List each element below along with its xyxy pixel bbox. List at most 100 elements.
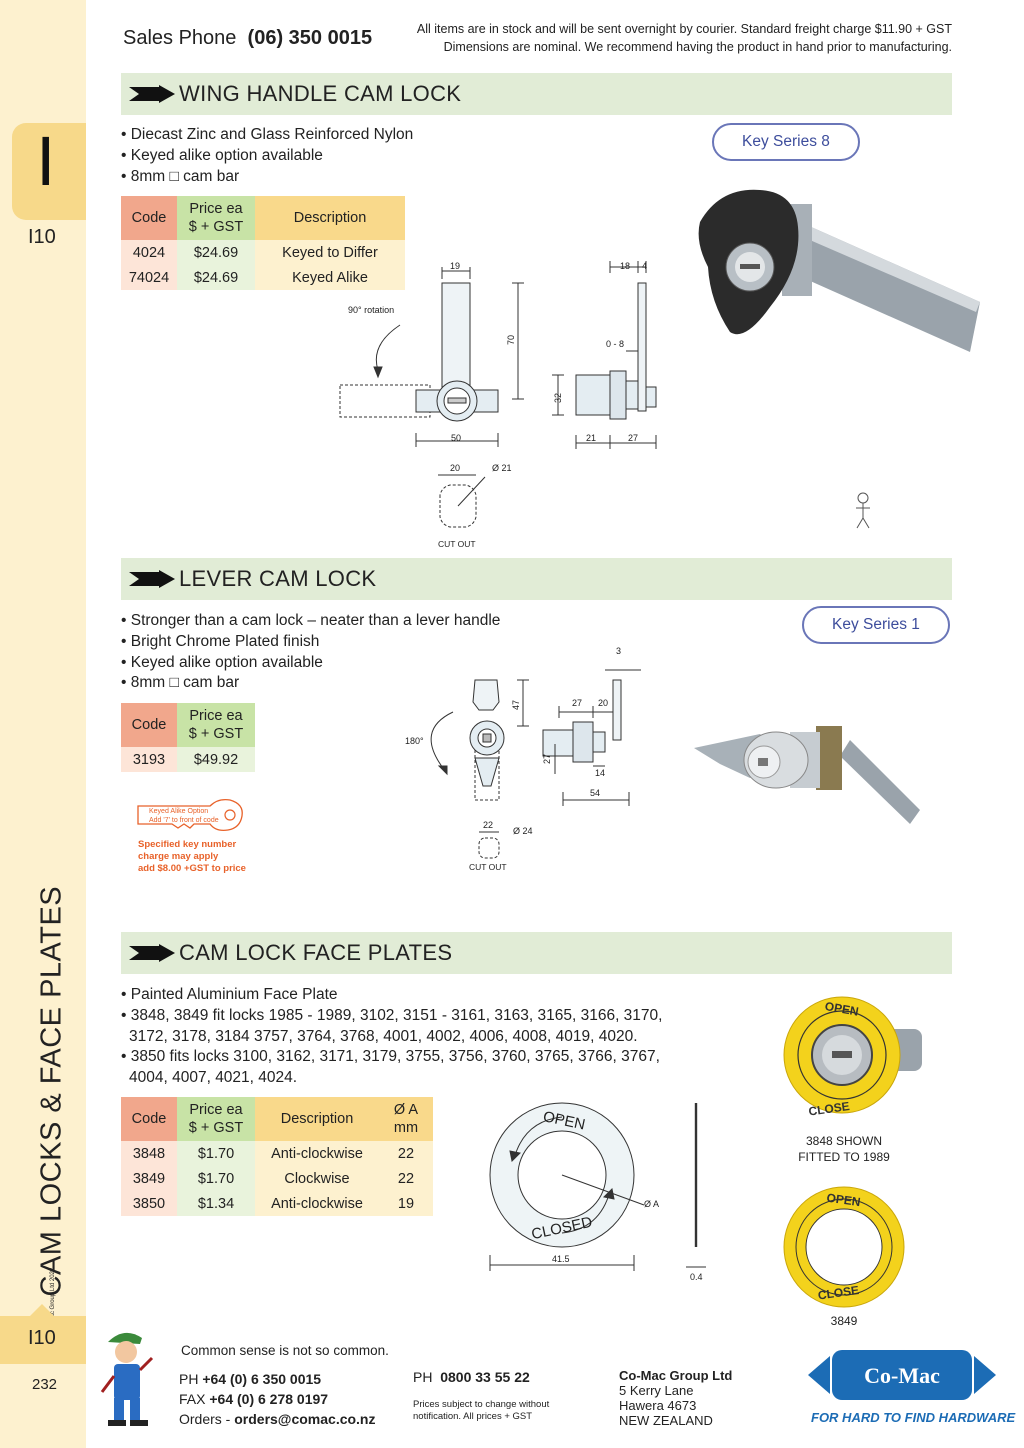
lever-bullets: • Stronger than a cam lock – neater than… [121,611,500,694]
logo-text: Co-Mac [864,1363,940,1388]
table-row: 3193 $49.92 [121,747,255,772]
face-plate-drawing: OPEN CLOSED Ø A 41.5 0.4 [489,1102,706,1282]
fax-number[interactable]: +64 (0) 6 278 0197 [209,1391,329,1407]
section-tab-bottom [0,1316,86,1364]
specified-note-line: add $8.00 +GST to price [138,863,246,874]
dim-label: Ø A [644,1199,659,1209]
footer-contacts: PH +64 (0) 6 350 0015 FAX +64 (0) 6 278 … [179,1369,376,1429]
table-row: 3848 $1.70 Anti-clockwise 22 [121,1141,433,1166]
dim-label: 27 [572,698,582,708]
cell-diameter: 22 [379,1166,433,1191]
orders-label: Orders - [179,1411,231,1427]
plates-bullet: 4004, 4007, 4021, 4024. [129,1069,298,1087]
cell-price: $1.34 [177,1191,255,1216]
plates-bullets: • Painted Aluminium Face Plate • 3848, 3… [121,985,662,1089]
key-series-badge-lever: Key Series 1 [802,606,950,644]
ph-label: PH [179,1371,199,1387]
cell-description: Keyed Alike [255,265,405,290]
wing-bullet: • Diecast Zinc and Glass Reinforced Nylo… [121,126,414,143]
lever-bullet: • Keyed alike option available [121,653,323,671]
keyed-alike-note: Keyed Alike Option Add '7' to front of c… [149,807,219,825]
section-title-lever: LEVER CAM LOCK [179,566,377,591]
freephone: PH 0800 33 55 22 [413,1369,530,1385]
plates-bullet: 3172, 3178, 3184 3757, 3764, 3768, 4001,… [129,1027,638,1045]
freephone-number[interactable]: 0800 33 55 22 [440,1369,530,1385]
slogan: FOR HARD TO FIND HARDWARE [811,1410,1016,1425]
dim-label: 21 [586,433,596,443]
sales-phone-label: Sales Phone [123,27,237,49]
wing-bullets: • Diecast Zinc and Glass Reinforced Nylo… [121,125,413,187]
plates-bullet: • Painted Aluminium Face Plate [121,986,338,1003]
plate-open-text: OPEN [826,1191,862,1210]
cutout-label: CUT OUT [469,862,507,872]
table-row: 3849 $1.70 Clockwise 22 [121,1166,433,1191]
col-header-code: Code [121,1097,177,1141]
plates-bullet: • 3850 fits locks 3100, 3162, 3171, 3179… [121,1048,660,1066]
photo-caption-3848: 3848 SHOWN FITTED TO 1989 [792,1133,896,1165]
section-arrow-icon [129,85,175,103]
cell-description: Anti-clockwise [255,1141,379,1166]
dim-label: 18 [620,261,630,271]
table-row: 3850 $1.34 Anti-clockwise 19 [121,1191,433,1216]
sales-phone: Sales Phone (06) 350 0015 [123,27,372,50]
section-bar-plates: CAM LOCK FACE PLATES [121,932,952,974]
prices-note-line: Prices subject to change without [413,1399,550,1410]
caption-line: FITTED TO 1989 [798,1150,890,1164]
dim-label: 4 [642,261,647,271]
wing-bullet: • 8mm □ cam bar [121,167,240,185]
cell-price: $24.69 [177,265,255,290]
mascot-icon [100,1332,154,1426]
dim-label: 32 [553,393,563,403]
notice-line-2: Dimensions are nominal. We recommend hav… [443,40,952,54]
col-header-price: Price ea$ + GST [177,1097,255,1141]
dim-label: 22 [483,820,493,830]
footer-tagline: Common sense is not so common. [181,1343,389,1358]
wing-bullet: • Keyed alike option available [121,146,323,164]
orders-email-link[interactable]: orders@comac.co.nz [234,1411,376,1427]
table-row: 74024 $24.69 Keyed Alike [121,265,405,290]
col-header-description: Description [255,196,405,240]
lever-bullet: • Stronger than a cam lock – neater than… [121,612,501,629]
dim-label: 41.5 [552,1254,570,1264]
cell-diameter: 22 [379,1141,433,1166]
lever-cam-lock-photo [694,726,920,824]
col-header-code: Code [121,703,177,747]
company-name: Co-Mac Group Ltd [619,1368,733,1383]
col-header-price: Price ea$ + GST [177,196,255,240]
dim-label: Ø 24 [513,826,533,836]
section-title-wing: WING HANDLE CAM LOCK [179,81,462,106]
plate-open-text: OPEN [824,999,860,1019]
dim-label: 20 [598,698,608,708]
section-letter: I [36,124,56,201]
dim-label: 50 [451,433,461,443]
fax-label: FAX [179,1391,206,1407]
cell-price: $49.92 [177,747,255,772]
dim-label: 19 [450,261,460,271]
specified-note-line: Specified key number [138,839,237,850]
face-plate-3849-photo: OPEN CLOSE [783,1186,905,1308]
section-code-top: I10 [28,226,56,248]
cell-code: 74024 [121,265,177,290]
section-bar-lever: LEVER CAM LOCK [121,558,952,600]
sales-phone-number[interactable]: (06) 350 0015 [247,27,373,49]
prices-note-line: notification. All prices + GST [413,1411,533,1422]
phone-number[interactable]: +64 (0) 6 350 0015 [202,1371,322,1387]
cell-price: $24.69 [177,240,255,265]
wing-technical-drawing: 90° rotation 19 70 50 20 Ø 21 CUT OUT 18… [339,261,657,549]
section-arrow-icon [129,570,175,588]
table-row: 4024 $24.69 Keyed to Differ [121,240,405,265]
plate-close-text: CLOSE [817,1283,860,1303]
photo-caption-3849: 3849 [830,1314,858,1328]
section-bar-wing: WING HANDLE CAM LOCK [121,73,952,115]
address-line: Hawera 4673 [619,1398,697,1413]
dim-label: 27 [542,754,552,764]
key-series-badge-wing: Key Series 8 [712,123,860,161]
page-number: 232 [32,1376,58,1393]
dim-label: 54 [590,788,600,798]
dim-label: 3 [616,646,621,656]
lever-bullet: • Bright Chrome Plated finish [121,632,320,650]
dim-rotation: 90° rotation [348,305,394,315]
company-address: Co-Mac Group Ltd 5 Kerry Lane Hawera 467… [619,1368,732,1428]
cell-diameter: 19 [379,1191,433,1216]
